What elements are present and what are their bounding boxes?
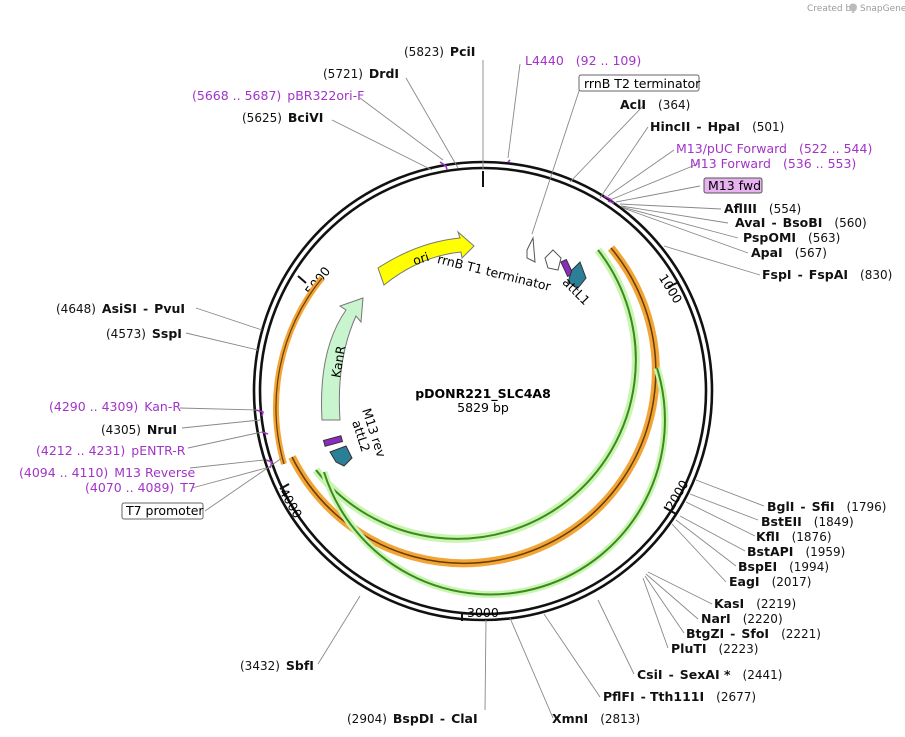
rrnb-t1-feature[interactable] (544, 249, 562, 271)
afliii-label: AflIII(554) (724, 201, 801, 216)
m13-rev-primer-mark (322, 435, 344, 447)
tick-label-3000: 3000 (467, 605, 499, 620)
kanr-label: KanR (328, 344, 348, 379)
asisi-label: (4648)AsiSI-PvuI (56, 301, 185, 316)
tick-4000 (279, 483, 290, 490)
m13-fwd-label: M13 fwd (708, 178, 761, 193)
attl1-feature[interactable] (567, 261, 587, 289)
csii-label: CsiI-SexAI *(2441) (637, 667, 782, 682)
lower-right-labels: BglI-SfiI(1796) BstEII(1849) KflI(1876) … (552, 499, 886, 726)
rrnb-t2-label: rrnB T2 terminator (584, 76, 701, 91)
kasi-label: KasI(2219) (714, 596, 796, 611)
rrnb-t2-box (578, 74, 700, 92)
bgli-label: BglI-SfiI(1796) (767, 499, 886, 514)
nari-label: NarI(2220) (701, 611, 783, 626)
kfli-label: KflI(1876) (756, 529, 832, 544)
t7-promoter-label: T7 promoter (125, 503, 204, 518)
kanr-feature[interactable] (321, 297, 364, 421)
xmni-label: XmnI(2813) (552, 711, 640, 726)
ticks (279, 171, 680, 621)
t7-promoter-box (121, 502, 204, 520)
primer-marks (255, 159, 615, 469)
m13-puc-forward-label: M13/pUC Forward(522 .. 544) (676, 141, 872, 156)
snapgene-logo-icon (849, 3, 857, 12)
t7-label: (4070 .. 4089)T7 (85, 480, 196, 495)
btgzi-label: BtgZI-SfoI(2221) (686, 626, 821, 641)
rrnb-t2-feature[interactable] (526, 236, 536, 263)
plasmid-name: pDONR221_SLC4A8 (415, 386, 551, 402)
pspomi-label: PspOMI(563) (743, 230, 840, 245)
left-labels: (4648)AsiSI-PvuI (4573)SspI (4290 .. 430… (19, 301, 196, 495)
bspdi-label: (2904)BspDI-ClaI (347, 711, 478, 726)
plasmid-size: 5829 bp (457, 400, 509, 415)
bottom-labels: (2904)BspDI-ClaI (3432)SbfI (240, 658, 478, 726)
apai-label: ApaI(567) (751, 245, 827, 260)
acli-label: AclI(364) (620, 97, 690, 112)
ori-label: ori (411, 249, 431, 268)
hincii-label: HincII-HpaI(501) (650, 119, 784, 134)
pentr-r-label: (4212 .. 4231)pENTR-R (36, 443, 186, 458)
kan-r-label: (4290 .. 4309)Kan-R (49, 399, 181, 414)
tick-1000 (667, 281, 680, 288)
eagi-label: EagI(2017) (729, 574, 811, 589)
pluti-label: PluTI(2223) (671, 641, 758, 656)
sspi-label: (4573)SspI (106, 326, 182, 341)
attl1-label: attL1 (560, 274, 594, 308)
tick-2000 (663, 506, 677, 515)
credit-prefix: Created by (807, 4, 857, 14)
bstapi-label: BstAPI(1959) (747, 544, 845, 559)
nrui-label: (4305)NruI (101, 422, 177, 437)
leader-lines (179, 60, 765, 719)
l4440-label: L4440(92 .. 109) (525, 53, 641, 68)
pbr322ori-f-label: (5668 .. 5687)pBR322ori-F (192, 88, 364, 103)
pflfi-label: PflFI-Tth111I(2677) (603, 689, 756, 704)
m13-reverse-label: (4094 .. 4110)M13 Reverse (19, 465, 195, 480)
drdi-label: (5721)DrdI (323, 66, 399, 81)
attl2-feature[interactable] (329, 445, 353, 467)
bcivi-label: (5625)BciVI (242, 110, 323, 125)
top-labels: (5823)PciI (5721)DrdI (5668 .. 5687)pBR3… (192, 44, 641, 125)
pcii-label: (5823)PciI (404, 44, 475, 59)
credit-brand: SnapGene (860, 4, 905, 14)
sbfi-label: (3432)SbfI (240, 658, 314, 673)
bsteii-label: BstEII(1849) (761, 514, 854, 529)
rrnb-t1-label: rrnB T1 terminator (436, 251, 553, 294)
m13-fwd-box (703, 177, 763, 194)
avai-label: AvaI-BsoBI(560) (735, 215, 867, 230)
right-labels: AclI(364) HincII-HpaI(501) M13/pUC Forwa… (620, 97, 892, 282)
ori-feature[interactable] (377, 230, 475, 286)
bspei-label: BspEI(1994) (738, 559, 829, 574)
insert-arcs (273, 245, 669, 598)
tick-5000 (297, 275, 307, 284)
fspi-label: FspI-FspAI(830) (762, 267, 892, 282)
tick-label-4000: 4000 (276, 486, 305, 521)
m13-forward-label: M13 Forward(536 .. 553) (690, 156, 856, 171)
